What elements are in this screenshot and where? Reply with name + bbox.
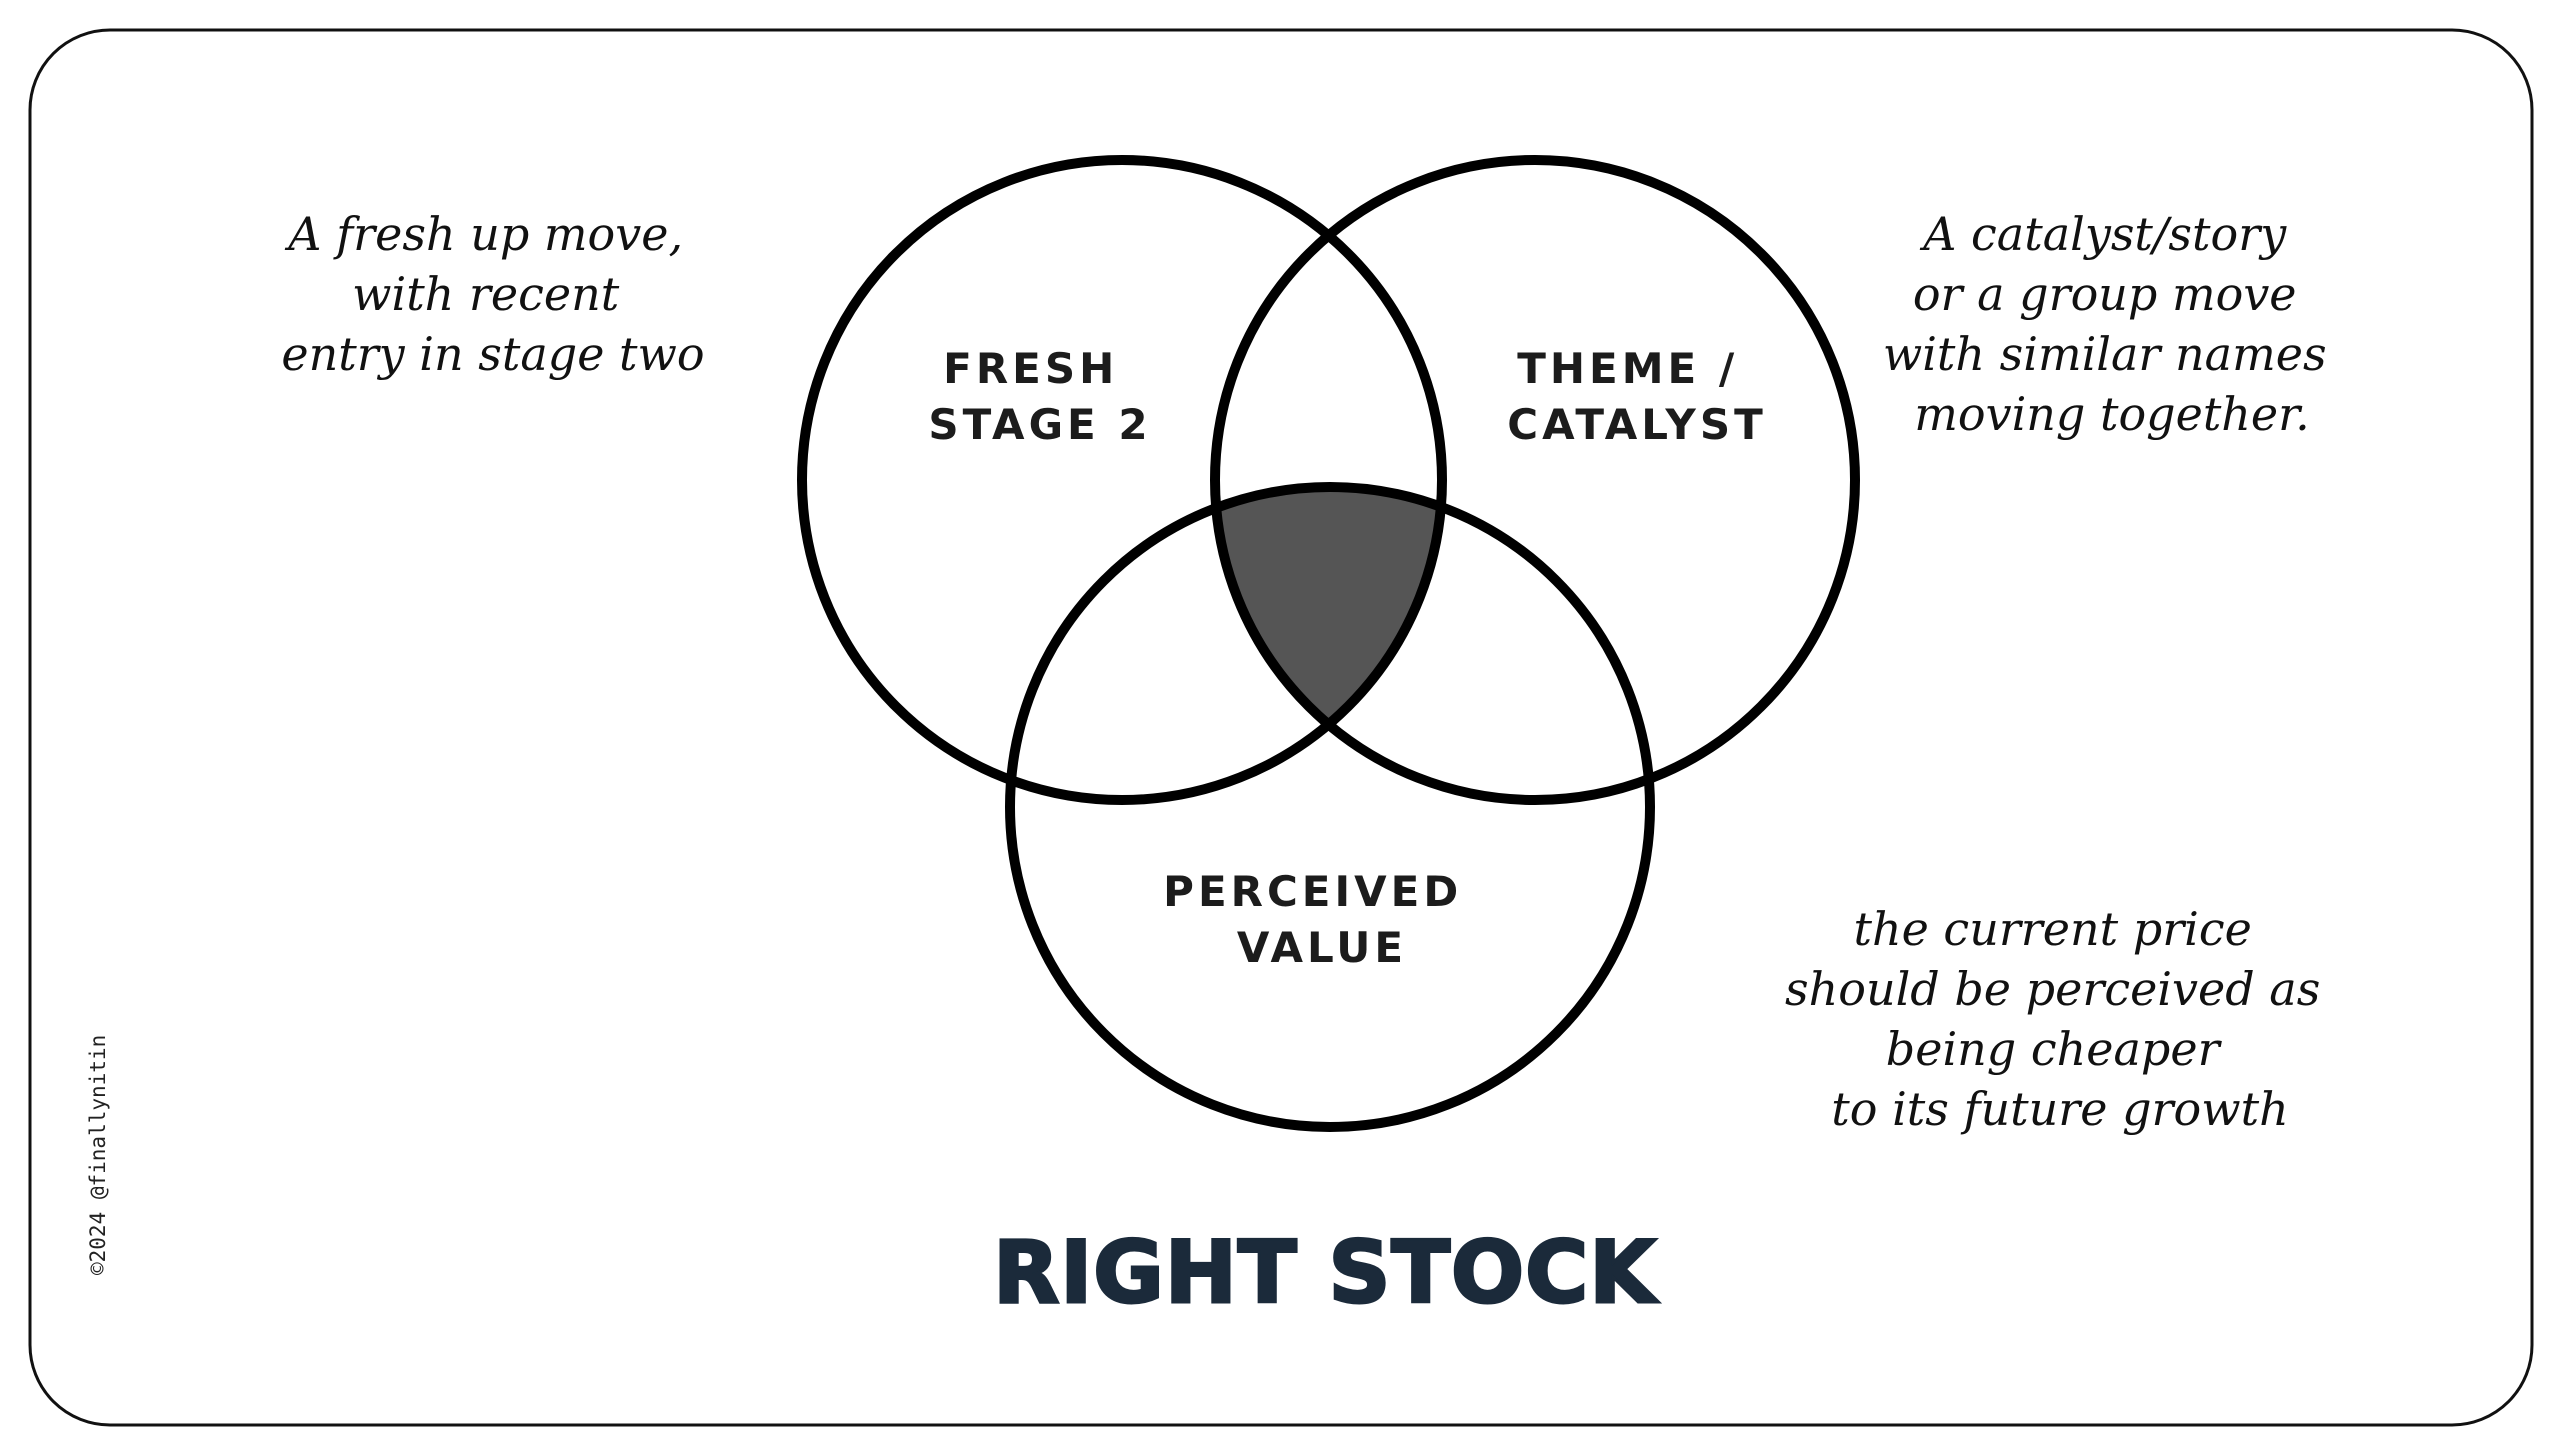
slide-border: [28, 28, 2534, 1427]
copyright-credit: ©2024 @finallynitin: [86, 1035, 110, 1275]
venn-circle-theme-catalyst: [1210, 155, 1860, 805]
note-theme-catalyst: A catalyst/story or a group move with si…: [1883, 207, 2341, 441]
slide-title: RIGHT STOCK: [993, 1223, 1659, 1323]
venn-diagram: FRESH STAGE 2 THEME / CATALYST PERCEIVED…: [797, 155, 1860, 1132]
venn-label-theme-catalyst: THEME / CATALYST: [1507, 344, 1767, 449]
venn-label-perceived-value: PERCEIVED VALUE: [1163, 867, 1481, 972]
venn-circle-perceived-value: [1005, 482, 1655, 1132]
note-fresh-stage-2: A fresh up move, with recent entry in st…: [281, 207, 704, 381]
venn-label-fresh-stage-2: FRESH STAGE 2: [928, 344, 1151, 449]
note-perceived-value: the current price should be perceived as…: [1785, 902, 2335, 1136]
venn-circle-fresh-stage-2: [797, 155, 1447, 805]
